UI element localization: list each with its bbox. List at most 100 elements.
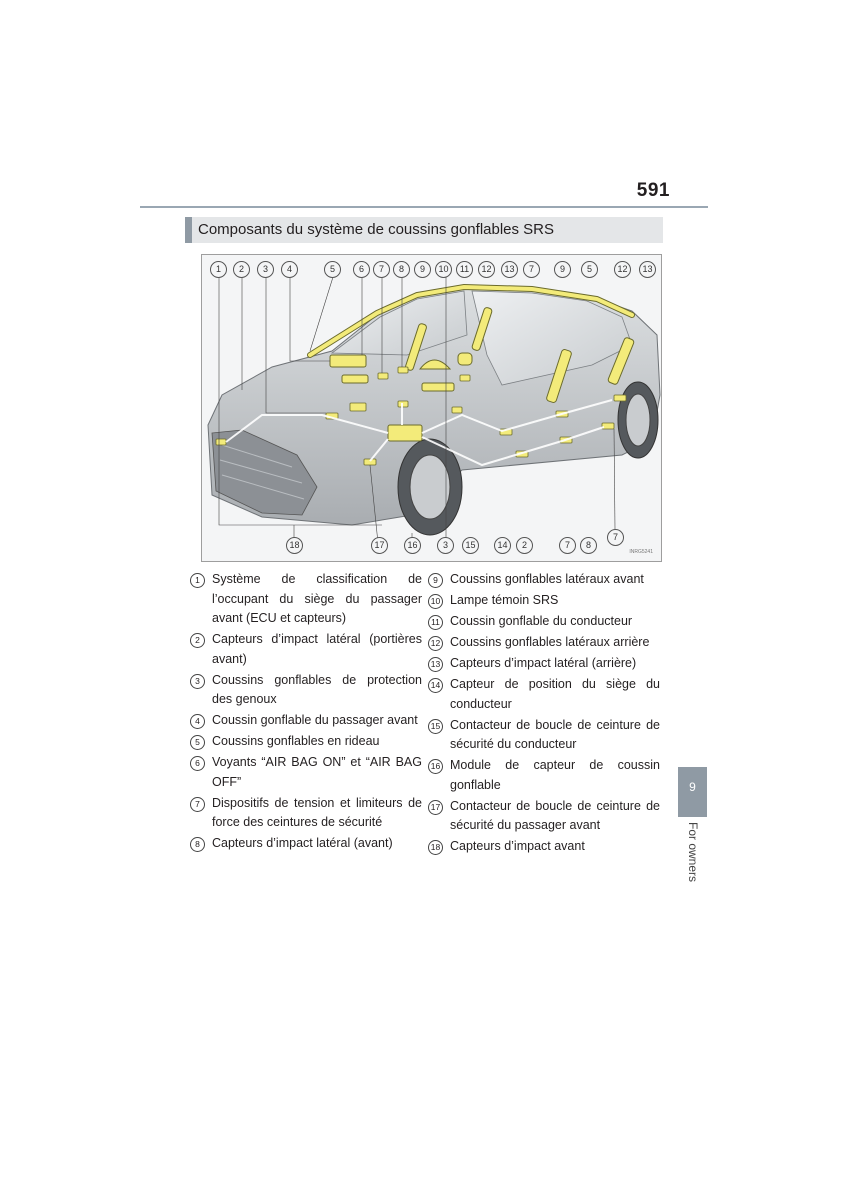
legend-text: Coussins gonflables de protection des ge… — [212, 672, 422, 707]
passenger-airbag — [329, 354, 367, 368]
legend-right: 9 Coussins gonflables latéraux avant 10 La… — [428, 570, 660, 858]
callout-7: 7 — [373, 261, 390, 278]
callout-2: 2 — [233, 261, 250, 278]
legend-left: 1 Système de classification de l’occupant… — [190, 570, 422, 855]
legend-text: Dispositifs de tension et limiteurs de f… — [212, 795, 422, 830]
callout-4: 4 — [281, 261, 298, 278]
legend-item: 11 Coussin gonflable du conducteur — [428, 612, 660, 632]
leader-lines — [218, 276, 616, 544]
legend-number: 9 — [428, 573, 443, 588]
callout-3: 3 — [257, 261, 274, 278]
legend-text: Coussins gonflables en rideau — [212, 734, 380, 748]
legend-text: Contacteur de boucle de ceinture de sécu… — [450, 717, 660, 752]
legend-number: 14 — [428, 678, 443, 693]
legend-text: Coussins gonflables latéraux avant — [450, 572, 644, 586]
legend-item: 4 Coussin gonflable du passager avant — [190, 711, 422, 731]
legend-item: 6 Voyants “AIR BAG ON” et “AIR BAG OFF” — [190, 753, 422, 792]
legend-number: 7 — [190, 796, 205, 812]
airbag-sensor-module — [387, 424, 423, 442]
front-side-airbag-left — [405, 323, 427, 371]
legend-number: 13 — [428, 657, 443, 672]
legend-number: 15 — [428, 718, 443, 734]
page-number: 591 — [636, 180, 670, 201]
legend-item: 18 Capteurs d’impact avant — [428, 837, 660, 857]
legend-item: 7 Dispositifs de tension et limiteurs de … — [190, 794, 422, 833]
knee-airbag-driver — [421, 382, 455, 392]
callout-6: 6 — [353, 261, 370, 278]
legend-number: 18 — [428, 840, 443, 855]
legend-text: Lampe témoin SRS — [450, 593, 559, 607]
legend-item: 9 Coussins gonflables latéraux avant — [428, 570, 660, 590]
legend-number: 3 — [190, 673, 205, 689]
callout-12: 12 — [478, 261, 495, 278]
legend-text: Coussin gonflable du conducteur — [450, 614, 633, 628]
legend-item: 1 Système de classification de l’occupant… — [190, 570, 422, 629]
callout-17: 17 — [371, 537, 388, 554]
callout-7c: 7 — [559, 537, 576, 554]
legend-text: Capteurs d’impact latéral (arrière) — [450, 656, 637, 670]
sensors — [215, 366, 627, 466]
callout-15: 15 — [462, 537, 479, 554]
legend-number: 17 — [428, 799, 443, 815]
callout-12b: 12 — [614, 261, 631, 278]
legend-number: 4 — [190, 714, 205, 729]
callout-7b: 7 — [523, 261, 540, 278]
legend-item: 2 Capteurs d’impact latéral (portières av… — [190, 630, 422, 669]
legend-number: 6 — [190, 756, 205, 771]
legend-number: 10 — [428, 594, 443, 609]
legend-item: 13 Capteurs d’impact latéral (arrière) — [428, 654, 660, 674]
legend-number: 12 — [428, 636, 443, 651]
legend-number: 1 — [190, 573, 205, 588]
callout-7d: 7 — [607, 529, 624, 546]
legend-text: Capteurs d’impact avant — [450, 839, 585, 853]
figure-code: INRG5241 — [629, 549, 653, 555]
legend-text: Module de capteur de coussin gonflable — [450, 758, 660, 792]
legend-text: Capteurs d’impact latéral (avant) — [212, 836, 393, 850]
car-illustration — [207, 276, 661, 544]
callout-8b: 8 — [580, 537, 597, 554]
callout-5b: 5 — [581, 261, 598, 278]
chapter-title: For owners — [686, 822, 700, 883]
legend-text: Système de classification de l’occupant … — [212, 572, 422, 625]
driver-airbag — [418, 359, 452, 370]
callout-9: 9 — [414, 261, 431, 278]
callout-11: 11 — [456, 261, 473, 278]
callout-13b: 13 — [639, 261, 656, 278]
callout-2b: 2 — [516, 537, 533, 554]
rear-side-airbag-left — [471, 307, 493, 351]
legend-item: 16 Module de capteur de coussin gonflable — [428, 756, 660, 795]
legend-number: 11 — [428, 615, 443, 630]
callout-10: 10 — [435, 261, 452, 278]
callout-18: 18 — [286, 537, 303, 554]
callout-5: 5 — [324, 261, 341, 278]
legend-item: 3 Coussins gonflables de protection des g… — [190, 671, 422, 710]
rear-side-airbag-right — [607, 337, 635, 385]
legend-text: Coussins gonflables latéraux arrière — [450, 635, 650, 649]
section-title: Composants du système de coussins gonfla… — [185, 217, 663, 243]
callout-1: 1 — [210, 261, 227, 278]
callout-16: 16 — [404, 537, 421, 554]
callout-8: 8 — [393, 261, 410, 278]
legend-item: 12 Coussins gonflables latéraux arrière — [428, 633, 660, 653]
legend-number: 2 — [190, 633, 205, 648]
legend-text: Coussin gonflable du passager avant — [212, 713, 418, 727]
legend-text: Capteur de position du siège du conducte… — [450, 677, 660, 711]
legend-text: Voyants “AIR BAG ON” et “AIR BAG OFF” — [212, 755, 422, 789]
legend-item: 10 Lampe témoin SRS — [428, 591, 660, 611]
legend-text: Capteurs d’impact latéral (portières ava… — [212, 632, 422, 666]
knee-airbag-passenger — [341, 374, 369, 384]
callout-14: 14 — [494, 537, 511, 554]
legend-item: 14 Capteur de position du siège du conduc… — [428, 675, 660, 714]
wiring — [225, 399, 613, 467]
windshield — [330, 290, 468, 356]
legend-number: 16 — [428, 759, 443, 774]
callout-3b: 3 — [437, 537, 454, 554]
callout-13: 13 — [501, 261, 518, 278]
callout-9b: 9 — [554, 261, 571, 278]
chapter-tab: 9 — [678, 767, 707, 817]
front-side-airbag-right — [546, 349, 572, 403]
legend-item: 15 Contacteur de boucle de ceinture de sé… — [428, 716, 660, 755]
